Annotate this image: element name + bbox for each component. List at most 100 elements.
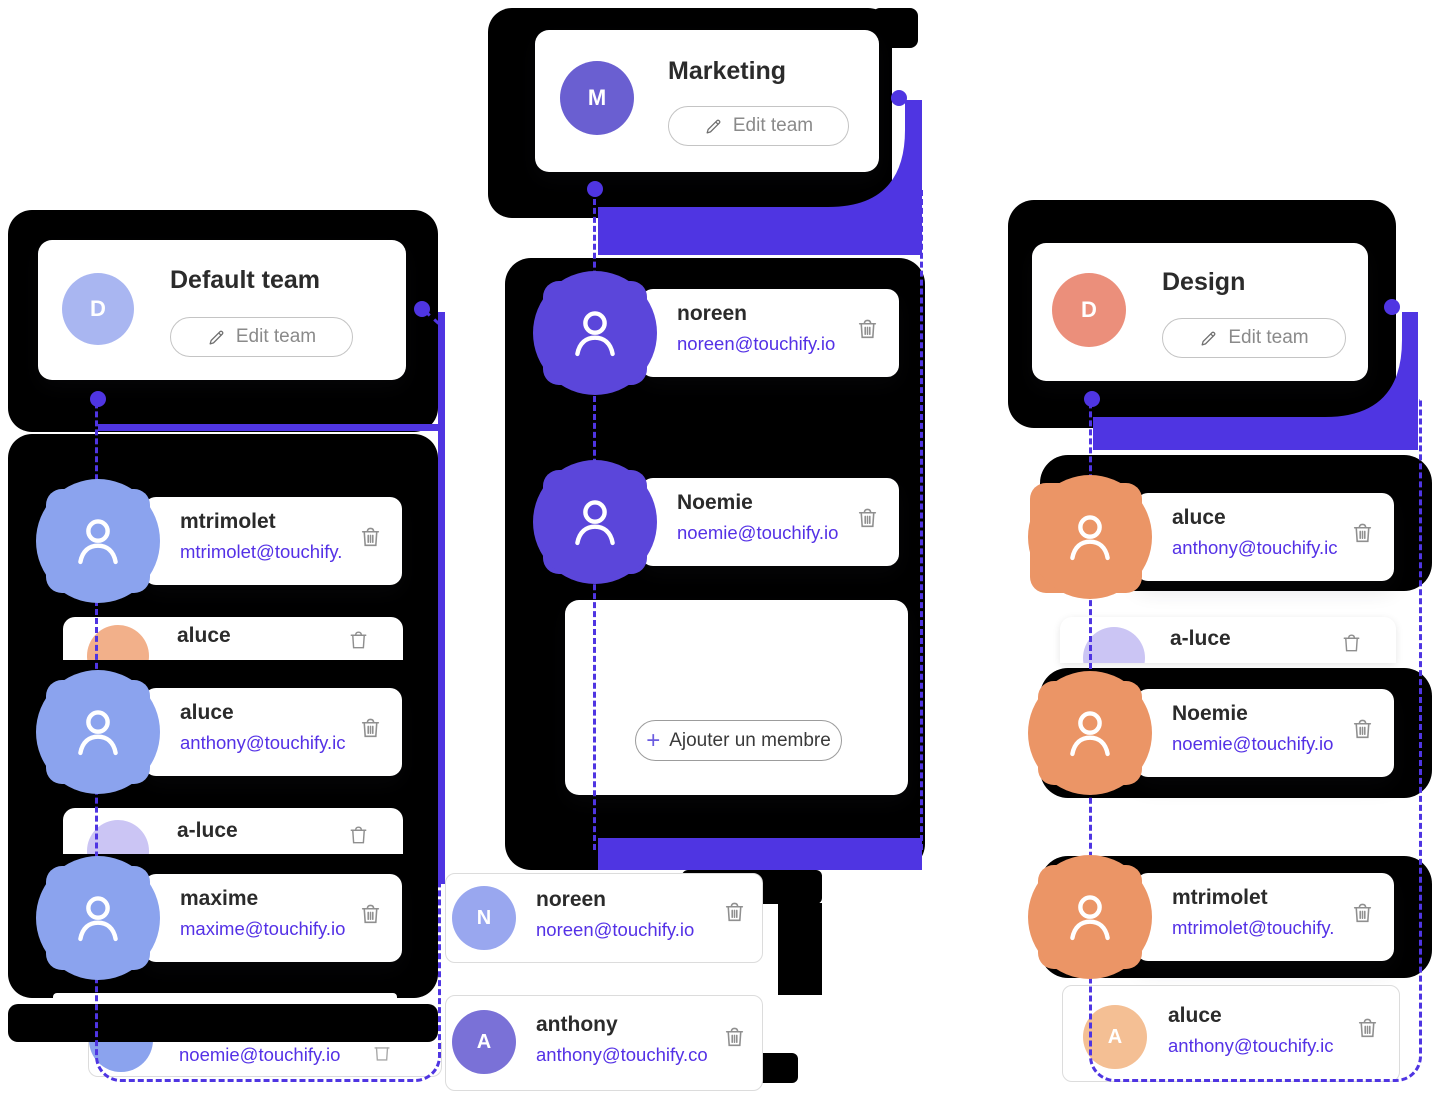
edit-team-button-default[interactable]: Edit team (170, 317, 353, 357)
mask-default-bottom (8, 1004, 438, 1042)
delete-member-button[interactable] (358, 525, 383, 553)
member-name: aluce (180, 701, 234, 724)
avatar-initial: D (90, 296, 106, 321)
delete-member-button[interactable] (1355, 1016, 1380, 1044)
trash-icon (1343, 634, 1360, 652)
member-card-partial-aluce[interactable]: aluce (63, 617, 403, 660)
anchor-dot-default-left (90, 391, 106, 407)
person-icon (1070, 711, 1110, 757)
trash-icon (361, 527, 380, 547)
anchor-dot-marketing-left (587, 181, 603, 197)
member-name: mtrimolet (180, 510, 276, 533)
edit-team-label: Edit team (235, 326, 317, 347)
member-name: anthony (536, 1013, 618, 1036)
trash-icon (725, 902, 744, 922)
member-name: Noemie (677, 491, 753, 514)
anchor-dot-design-right (1384, 299, 1400, 315)
avatar-default-team: D (62, 273, 134, 345)
member-email: anthony@touchify.ic (180, 732, 346, 753)
member-name: Noemie (1172, 702, 1248, 725)
edit-team-button-design[interactable]: Edit team (1162, 318, 1346, 358)
plus-icon: + (646, 726, 661, 754)
delete-member-button[interactable] (1350, 521, 1375, 549)
member-email: maxime@touchify.io (180, 918, 346, 939)
trash-icon (374, 1047, 390, 1061)
person-icon (575, 311, 615, 357)
person-icon (78, 710, 118, 756)
edit-team-button-marketing[interactable]: Edit team (668, 106, 849, 146)
member-email: anthony@touchify.ic (1168, 1035, 1334, 1056)
team-name-default: Default team (170, 266, 321, 294)
delete-member-button[interactable] (1340, 632, 1363, 658)
trash-icon (361, 904, 380, 924)
delete-member-button[interactable] (1350, 717, 1375, 745)
trash-icon (1353, 903, 1372, 923)
delete-member-button[interactable] (722, 900, 747, 928)
anchor-dot-design-left (1084, 391, 1100, 407)
member-card-mtrimolet-design[interactable]: mtrimolet mtrimolet@touchify. (1136, 873, 1394, 961)
member-card-aluce-design[interactable]: aluce anthony@touchify.ic (1136, 493, 1394, 581)
delete-member-button[interactable] (855, 506, 880, 534)
delete-member-button[interactable] (722, 1025, 747, 1053)
member-card-mtrimolet[interactable]: mtrimolet mtrimolet@touchify. (144, 497, 402, 585)
member-name: mtrimolet (1172, 886, 1268, 909)
list-member-noreen[interactable]: N noreen noreen@touchify.io (445, 873, 763, 963)
member-card-aluce[interactable]: aluce anthony@touchify.ic (144, 688, 402, 776)
trash-icon (1358, 1018, 1377, 1038)
member-name: aluce (1172, 506, 1226, 529)
avatar-initial: D (1081, 297, 1097, 322)
mask-fragment-2 (778, 903, 822, 995)
pencil-icon (1201, 331, 1216, 345)
list-member-aluce-design[interactable]: A aluce anthony@touchify.ic (1062, 985, 1400, 1082)
member-email: mtrimolet@touchify. (1172, 917, 1335, 938)
trash-icon (725, 1027, 744, 1047)
member-name: noreen (536, 888, 607, 911)
member-email: mtrimolet@touchify. (180, 541, 343, 562)
trash-icon (350, 826, 367, 844)
member-name: a-luce (177, 819, 238, 842)
member-card-noemie[interactable]: Noemie noemie@touchify.io (641, 478, 899, 566)
trash-icon (858, 508, 877, 528)
delete-member-button[interactable] (855, 317, 880, 345)
member-card-noemie-design[interactable]: Noemie noemie@touchify.io (1136, 689, 1394, 777)
member-name: aluce (1168, 1004, 1222, 1027)
team-name-marketing: Marketing (668, 57, 787, 85)
avatar-initial: A (1107, 1025, 1123, 1048)
list-member-anthony[interactable]: A anthony anthony@touchify.co (445, 995, 763, 1091)
delete-member-button[interactable] (358, 716, 383, 744)
member-email: noreen@touchify.io (536, 919, 695, 940)
person-icon (78, 896, 118, 942)
member-email: noreen@touchify.io (677, 333, 836, 354)
member-name: noreen (677, 302, 748, 325)
avatar-initial: N (476, 906, 492, 929)
connector-design-ribbon (1093, 312, 1418, 450)
delete-member-button[interactable] (371, 1042, 393, 1067)
card-edge-highlight (53, 993, 397, 1002)
avatar-initial: M (587, 85, 607, 110)
delete-member-button[interactable] (347, 629, 370, 655)
connector-default-vline (438, 312, 445, 884)
delete-member-button[interactable] (1350, 901, 1375, 929)
person-icon (1070, 515, 1110, 561)
delete-member-button[interactable] (347, 824, 370, 850)
anchor-dot-marketing-right (891, 90, 907, 106)
member-card-partial-a-luce-design[interactable]: a-luce (1060, 617, 1396, 663)
member-card-maxime[interactable]: maxime maxime@touchify.io (144, 874, 402, 962)
pencil-icon (209, 330, 224, 344)
member-email: noemie@touchify.io (677, 522, 839, 543)
pencil-icon (706, 119, 721, 133)
person-icon (575, 500, 615, 546)
member-name: aluce (177, 624, 231, 647)
avatar-design-team: D (1052, 273, 1126, 347)
member-avatar: A (452, 1010, 516, 1074)
trash-icon (361, 718, 380, 738)
add-member-button[interactable]: + Ajouter un membre (635, 720, 842, 761)
team-name-design: Design (1162, 268, 1246, 296)
member-card-noreen[interactable]: noreen noreen@touchify.io (641, 289, 899, 377)
member-email: noemie@touchify.io (1172, 733, 1334, 754)
anchor-dot-default-right (414, 301, 430, 317)
connector-marketing-bottom-bar (598, 838, 922, 870)
member-name: maxime (180, 887, 259, 910)
delete-member-button[interactable] (358, 902, 383, 930)
